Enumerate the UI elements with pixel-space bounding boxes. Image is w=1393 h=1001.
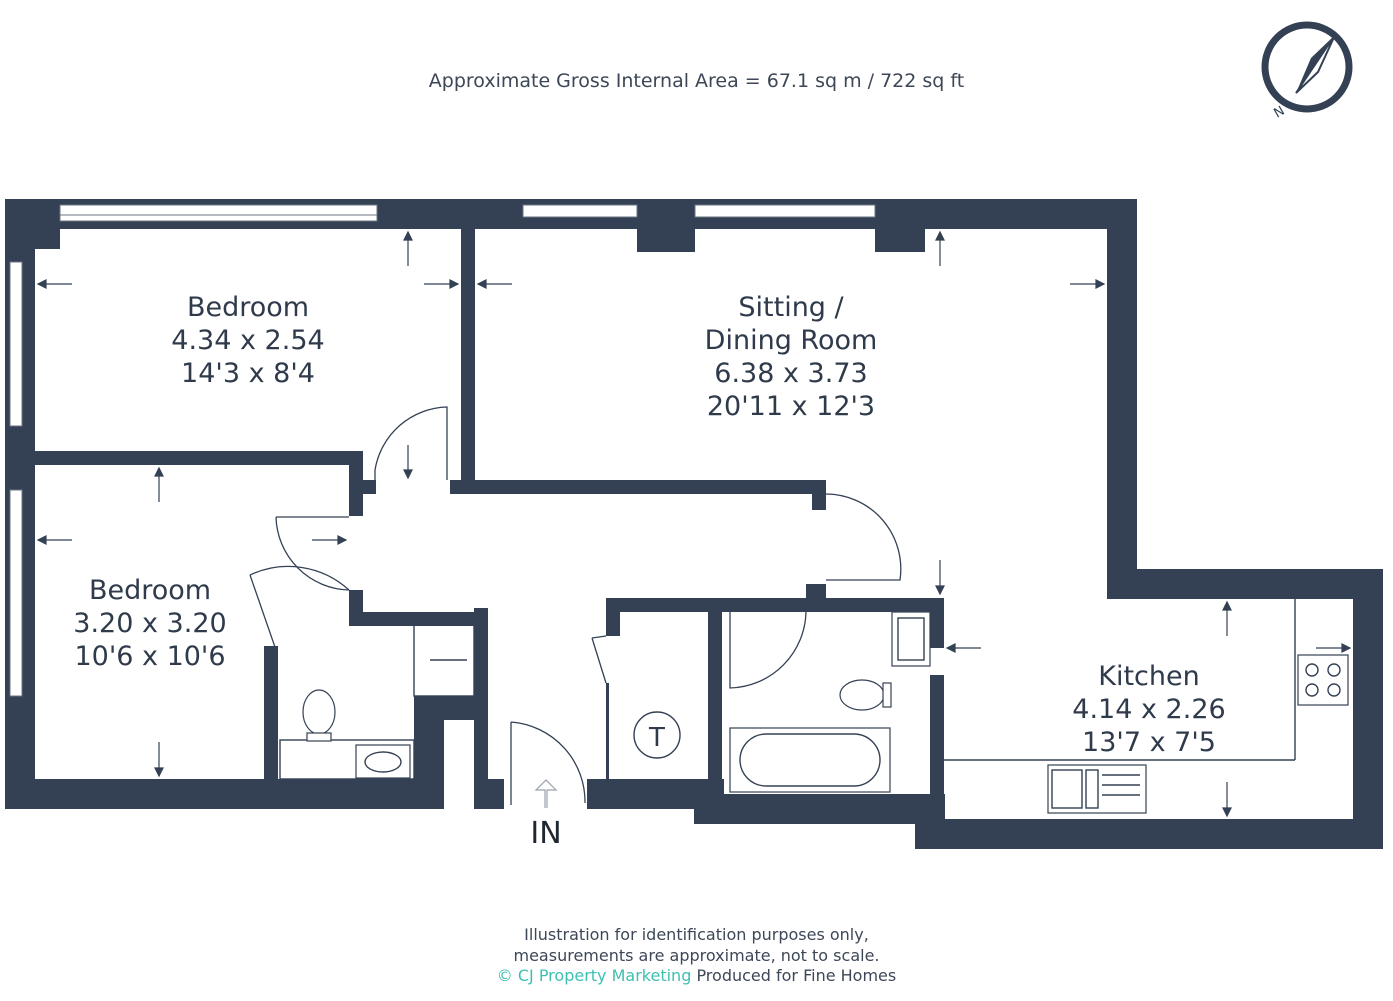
walls — [5, 199, 1383, 849]
room-metric: 4.14 x 2.26 — [1072, 694, 1225, 725]
room-name: Bedroom — [89, 575, 211, 606]
windows — [9, 204, 876, 697]
room-kitchen: Kitchen 4.14 x 2.26 13'7 x 7'5 — [1072, 661, 1225, 758]
room-name-line2: Dining Room — [705, 325, 878, 356]
room-metric: 3.20 x 3.20 — [73, 608, 226, 639]
entrance-arrow-icon — [534, 779, 558, 808]
doors — [249, 406, 902, 805]
room-name: Bedroom — [187, 292, 309, 323]
room-imperial: 14'3 x 8'4 — [181, 358, 315, 389]
room-imperial: 20'11 x 12'3 — [707, 391, 875, 422]
room-metric: 4.34 x 2.54 — [171, 325, 324, 356]
room-sitting-dining: Sitting / Dining Room 6.38 x 3.73 20'11 … — [705, 292, 878, 422]
room-imperial: 10'6 x 10'6 — [74, 641, 225, 672]
entrance-label: IN — [530, 816, 561, 851]
compass-icon: N — [1261, 21, 1353, 121]
measure-arrows — [36, 230, 1352, 818]
copyright-text: © CJ Property Marketing — [496, 966, 692, 985]
credits-line: © CJ Property Marketing Produced for Fin… — [0, 966, 1393, 985]
room-imperial: 13'7 x 7'5 — [1082, 727, 1216, 758]
disclaimer-line-2: measurements are approximate, not to sca… — [513, 946, 880, 965]
room-bedroom-2: Bedroom 3.20 x 3.20 10'6 x 10'6 — [73, 575, 226, 672]
disclaimer-line-1: Illustration for identification purposes… — [524, 925, 869, 944]
produced-text: Produced for Fine Homes — [696, 966, 897, 985]
room-name: Kitchen — [1098, 661, 1199, 692]
room-metric: 6.38 x 3.73 — [714, 358, 867, 389]
fixtures: T — [279, 599, 1349, 814]
room-bedroom-1: Bedroom 4.34 x 2.54 14'3 x 8'4 — [171, 292, 324, 389]
cupboard-label: T — [648, 723, 665, 753]
area-caption: Approximate Gross Internal Area = 67.1 s… — [428, 70, 965, 92]
room-name-line1: Sitting / — [738, 292, 844, 323]
